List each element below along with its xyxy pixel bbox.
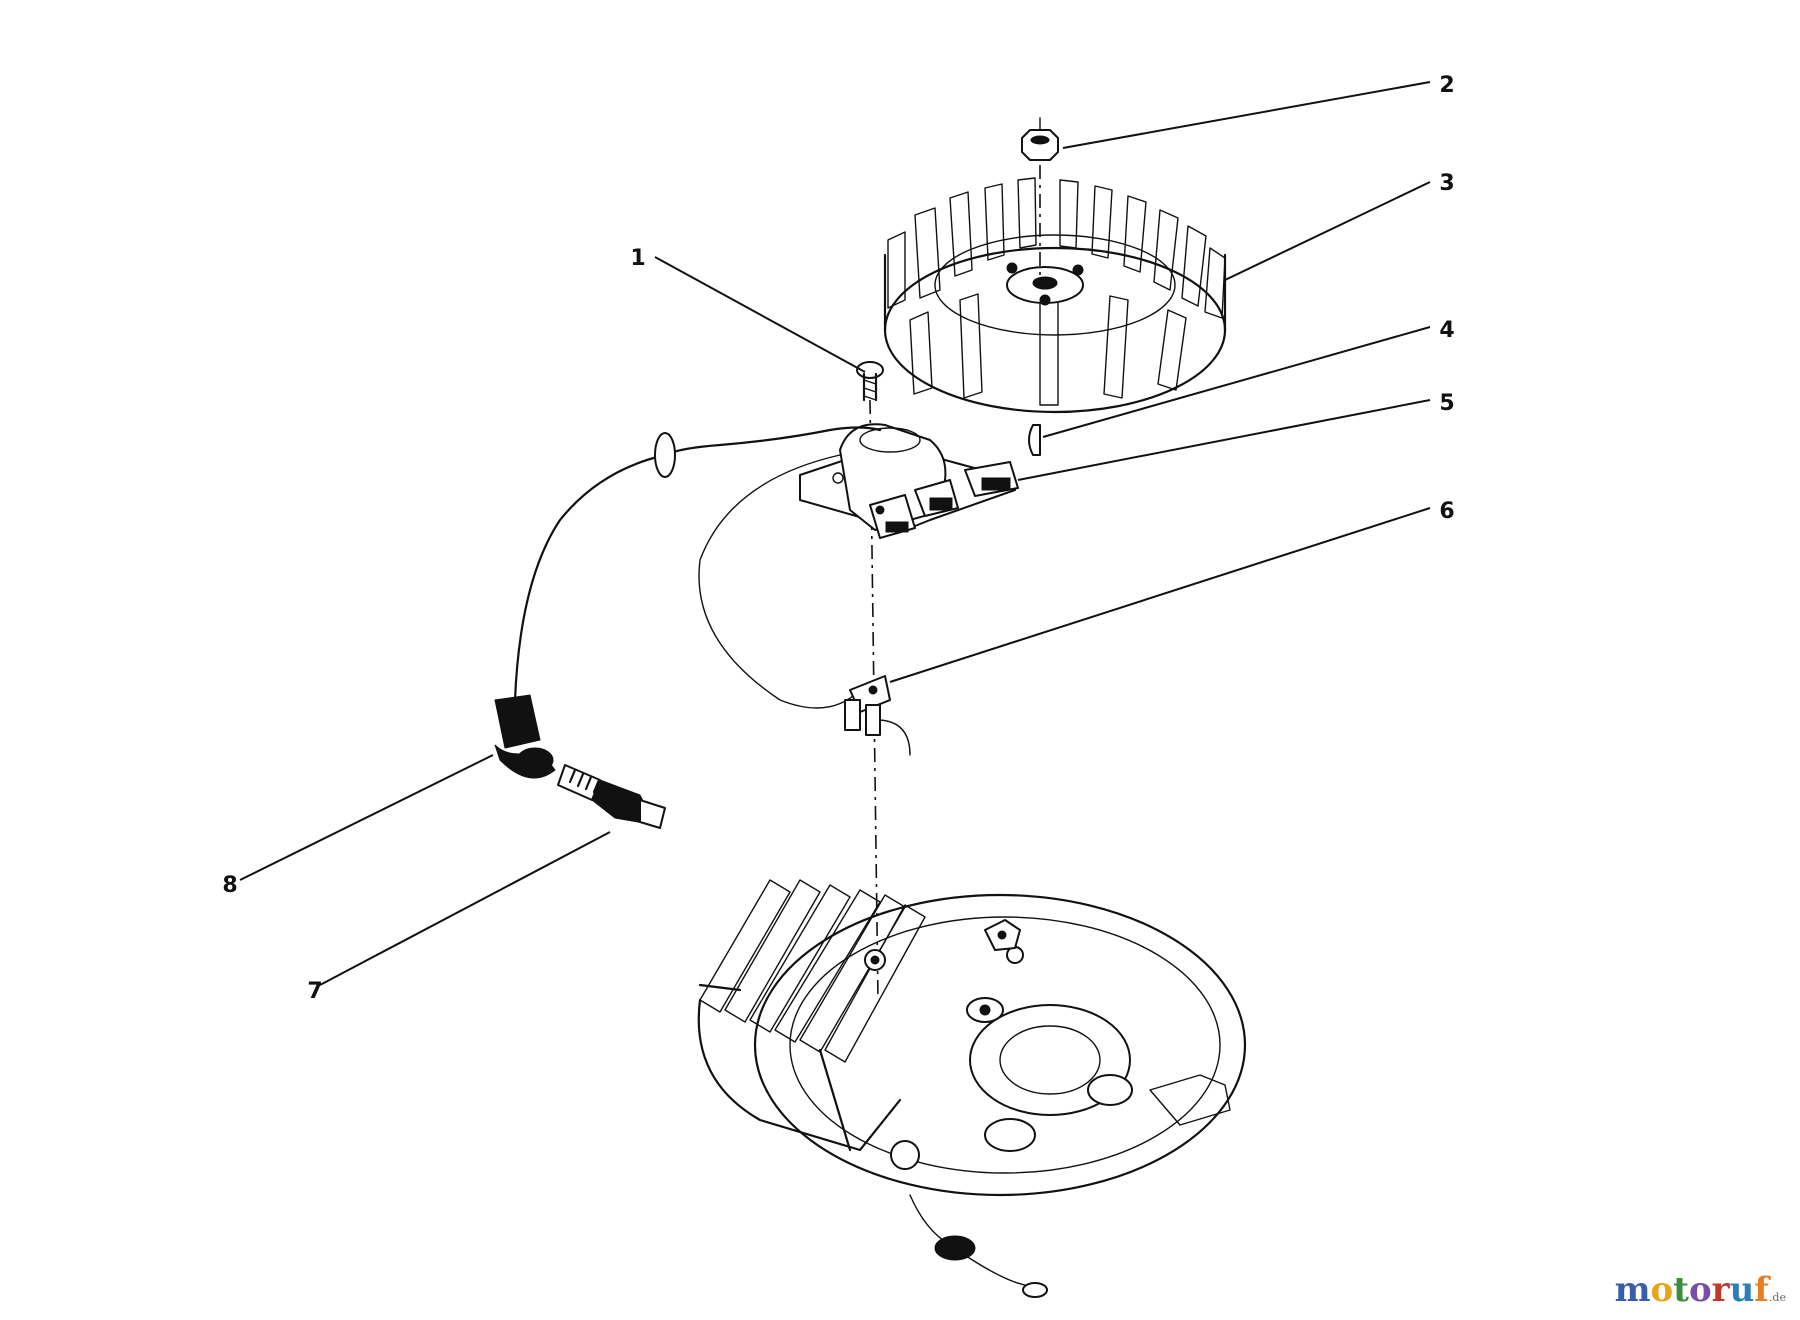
callout-3: 3 — [1439, 171, 1454, 196]
watermark-letter: m — [1614, 1270, 1651, 1310]
ground-wire — [698, 454, 861, 709]
spark-plug-lead — [494, 426, 882, 779]
watermark-logo: motoruf.de — [1615, 1270, 1786, 1310]
callout-5: 5 — [1439, 391, 1454, 416]
callout-8: 8 — [222, 873, 237, 898]
watermark-letter: f — [1754, 1270, 1769, 1310]
leader-lines — [239, 81, 1431, 986]
watermark-letter: t — [1673, 1270, 1689, 1310]
spark-plug — [557, 764, 666, 829]
flywheel-nut — [1021, 117, 1059, 275]
callout-2: 2 — [1439, 73, 1454, 98]
callout-1: 1 — [630, 246, 645, 271]
watermark-letter: u — [1729, 1270, 1755, 1310]
callout-numbers: 1 2 3 4 5 6 7 8 — [222, 73, 1454, 1004]
callout-7: 7 — [307, 979, 322, 1004]
ignition-module — [799, 423, 1019, 539]
callout-6: 6 — [1439, 499, 1454, 524]
callout-4: 4 — [1439, 318, 1454, 343]
watermark-letter: o — [1688, 1270, 1712, 1310]
wire-clip — [844, 675, 911, 756]
watermark-letter: o — [1650, 1270, 1674, 1310]
flywheel — [883, 177, 1227, 414]
watermark-suffix: .de — [1768, 1291, 1786, 1304]
stop-wire — [909, 1194, 1048, 1298]
flywheel-key — [1028, 424, 1041, 456]
watermark-letter: r — [1711, 1270, 1730, 1310]
engine-block — [697, 879, 1247, 1197]
